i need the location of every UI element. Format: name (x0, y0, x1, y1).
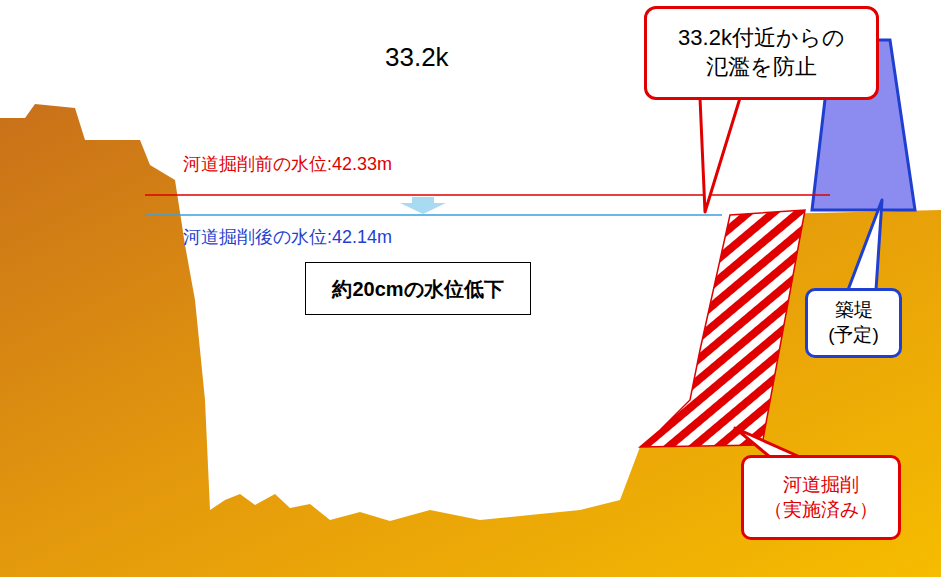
box-text: 河道掘削 （実施済み） (750, 473, 892, 522)
box-text: 築堤 (予定) (814, 298, 893, 347)
callout-tail (700, 98, 740, 212)
water-level-after (145, 214, 722, 216)
water-level-label: 河道掘削後の水位:42.14m (183, 225, 392, 249)
callout-tail (735, 428, 800, 457)
callout-box: 33.2k付近からの 氾濫を防止 (644, 6, 879, 100)
box-text: 33.2k付近からの 氾濫を防止 (653, 24, 870, 81)
box-text: 約20cmの水位低下 (332, 276, 503, 302)
water-level-before (145, 194, 830, 196)
callout-box: 築堤 (予定) (805, 288, 902, 358)
section-title: 33.2k (385, 42, 449, 73)
ground (0, 104, 941, 577)
callout-tail (848, 200, 882, 290)
drop-arrow (400, 197, 446, 214)
callout-box: 河道掘削 （実施済み） (741, 455, 901, 540)
excavation-hatch (640, 210, 805, 447)
water-level-label: 河道掘削前の水位:42.33m (183, 152, 392, 176)
note-box: 約20cmの水位低下 (305, 262, 531, 315)
